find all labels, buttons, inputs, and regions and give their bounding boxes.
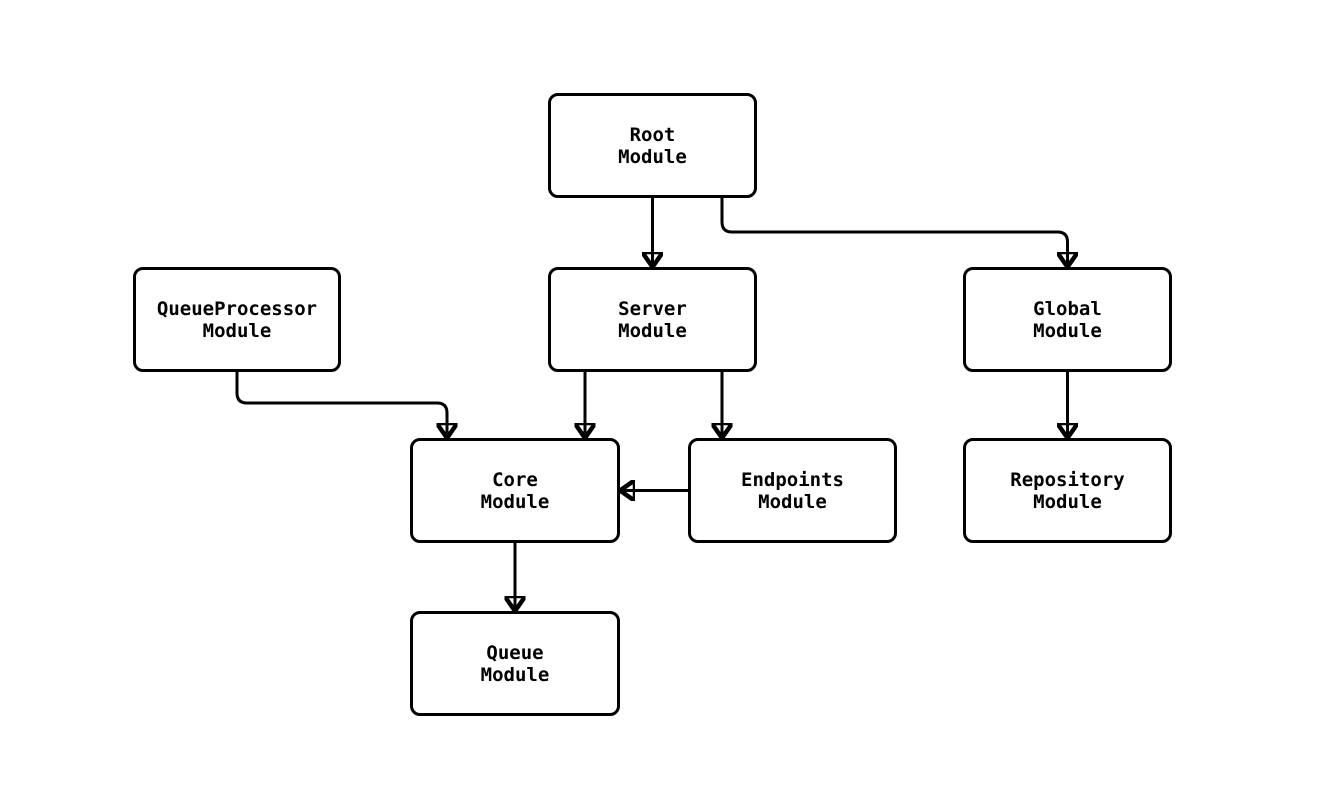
node-label-line: Module: [618, 319, 687, 342]
node-label-line: Module: [480, 490, 550, 513]
node-global-module: Global Module: [963, 267, 1172, 372]
node-label-line: Global: [1033, 297, 1102, 320]
node-repository-module: Repository Module: [963, 438, 1172, 543]
edge-queueprocessor-to-core: [235, 372, 447, 438]
node-queueprocessor-module: QueueProcessor Module: [133, 267, 341, 372]
node-core-module: Core Module: [410, 438, 620, 543]
node-label-line: Core: [492, 468, 538, 491]
node-label-line: Module: [1033, 319, 1102, 342]
node-label-line: QueueProcessor: [156, 297, 318, 320]
node-label-line: Module: [618, 145, 687, 168]
node-label-line: Endpoints: [741, 468, 844, 491]
node-queue-module: Queue Module: [410, 611, 620, 716]
node-label-line: Server: [618, 297, 687, 320]
node-endpoints-module: Endpoints Module: [688, 438, 897, 543]
node-label-line: Module: [202, 319, 272, 342]
edge-root-to-global: [720, 198, 1068, 267]
node-label-line: Queue: [486, 641, 544, 664]
node-label-line: Repository: [1010, 468, 1125, 491]
node-label-line: Root: [629, 123, 676, 146]
node-label-line: Module: [1033, 490, 1102, 513]
node-label-line: Module: [480, 663, 550, 686]
node-server-module: Server Module: [548, 267, 757, 372]
node-root-module: Root Module: [548, 93, 757, 198]
node-label-line: Module: [758, 490, 827, 513]
